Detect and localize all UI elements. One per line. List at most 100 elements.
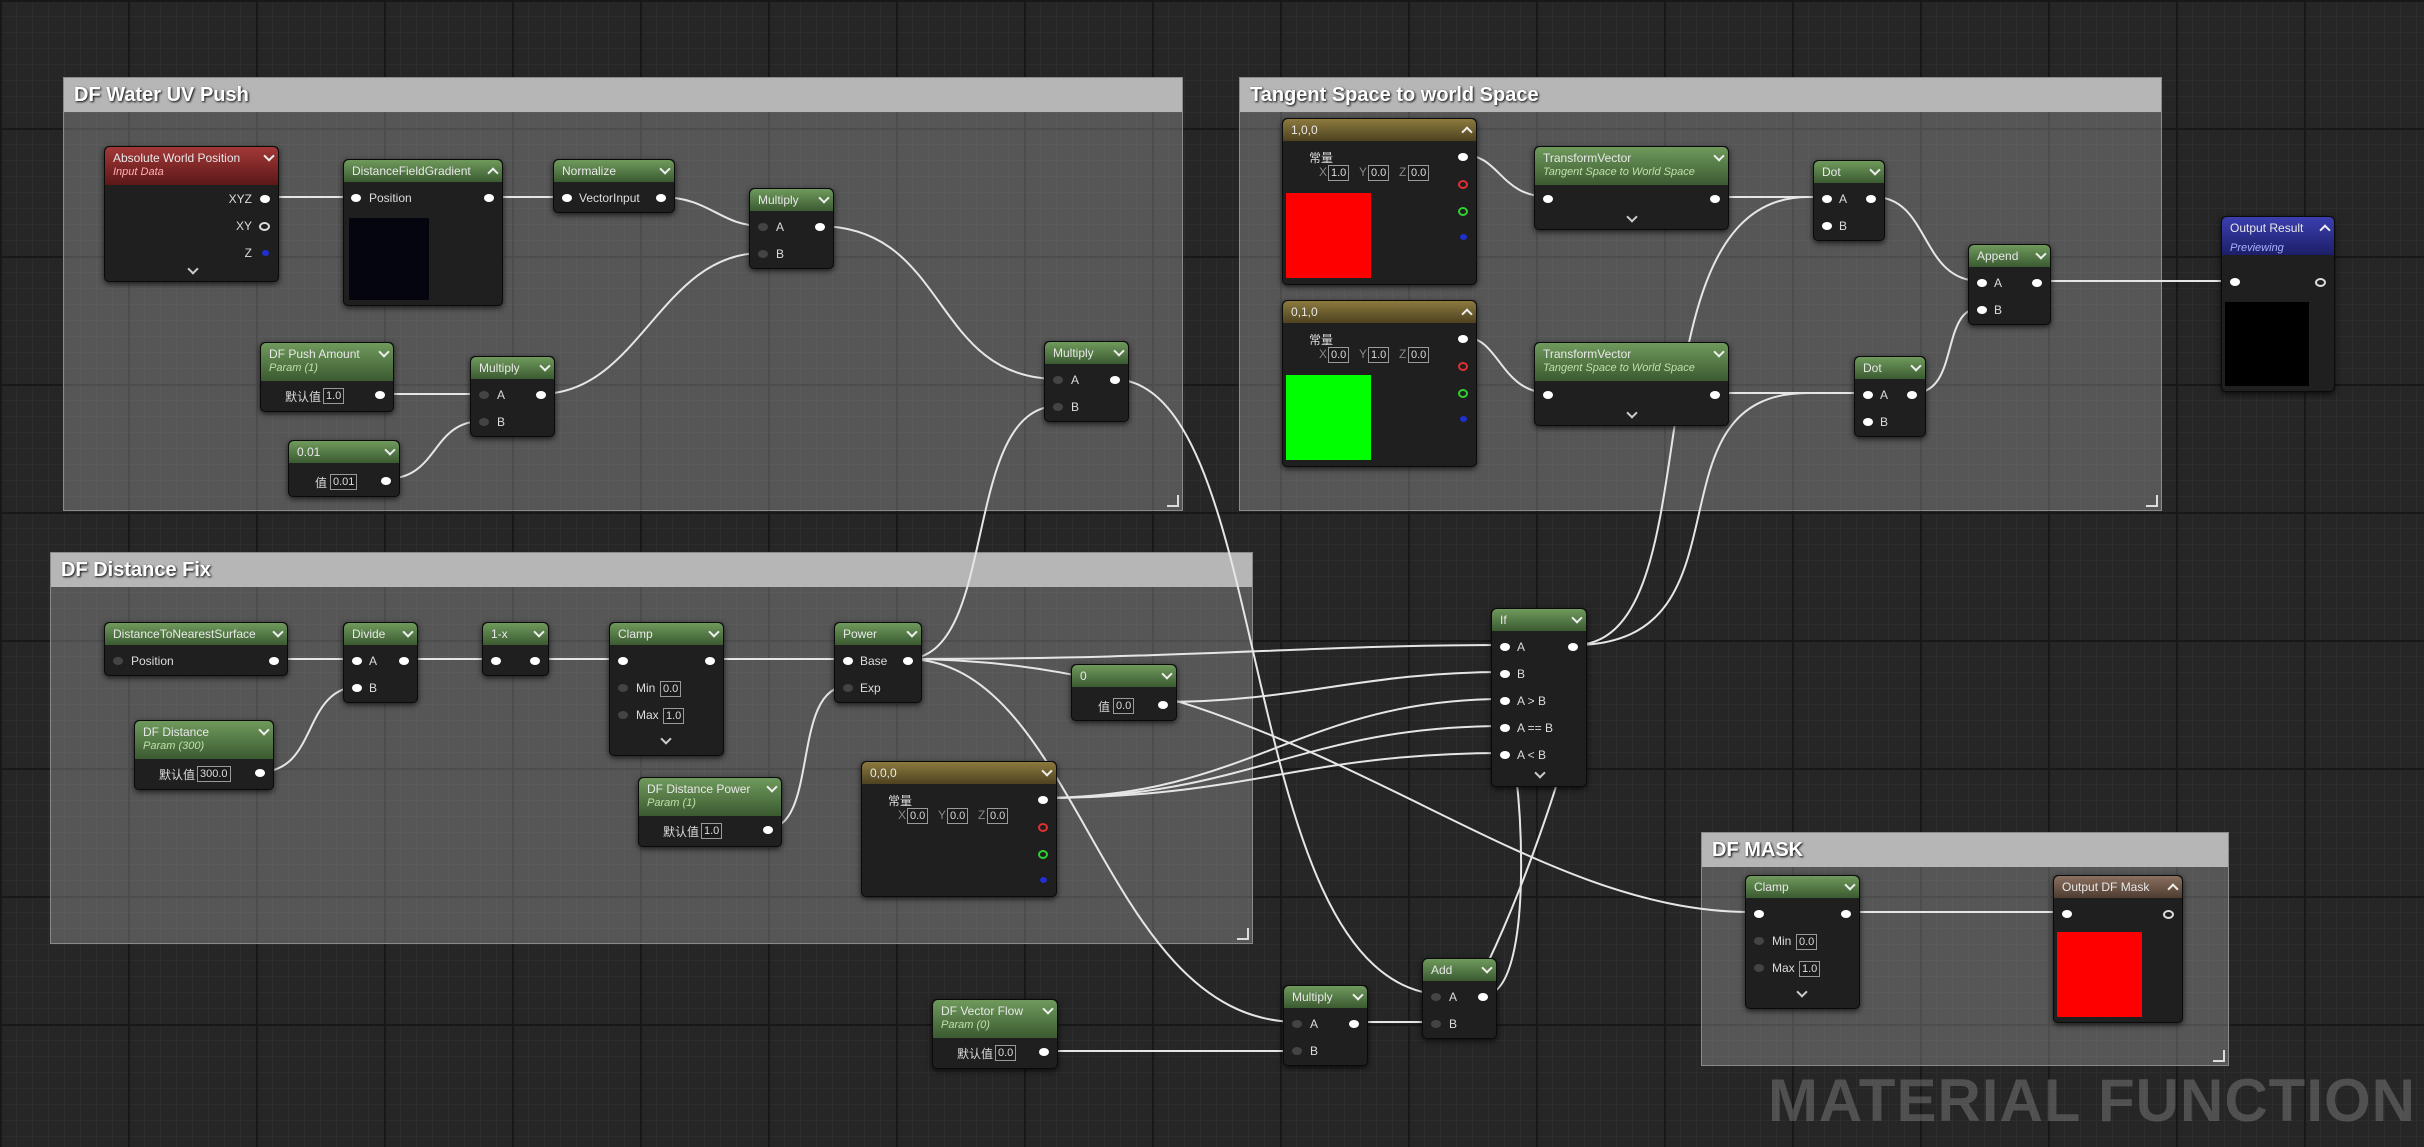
collapse-chevron-icon[interactable] [1869, 164, 1881, 176]
x-value-field[interactable]: 0.0 [1328, 347, 1350, 363]
input-pin-a[interactable] [1822, 195, 1832, 203]
expand-chevron-icon[interactable] [660, 733, 672, 745]
output-pin[interactable] [1907, 391, 1917, 399]
comment-title[interactable]: Tangent Space to world Space [1240, 78, 2161, 112]
comment-title[interactable]: DF Distance Fix [51, 553, 1252, 587]
output-pin-rgb[interactable] [1458, 335, 1468, 343]
node-constant-001[interactable]: 0.01 值 0.01 [288, 440, 400, 497]
node-header[interactable]: DistanceFieldGradient [344, 160, 502, 182]
value-field[interactable]: 0.0 [1113, 698, 1135, 714]
node-normalize[interactable]: Normalize VectorInput [553, 159, 675, 213]
collapse-chevron-icon[interactable] [402, 626, 414, 638]
expand-chevron-icon[interactable] [1534, 767, 1546, 779]
output-pin-z[interactable] [262, 250, 269, 256]
node-add[interactable]: Add A B [1422, 958, 1497, 1039]
input-pin-a[interactable] [1431, 993, 1441, 1001]
collapse-chevron-icon[interactable] [1461, 126, 1473, 138]
output-pin-b[interactable] [1040, 877, 1047, 883]
node-header[interactable]: Output Result Previewing [2222, 217, 2334, 255]
z-value-field[interactable]: 0.0 [987, 808, 1009, 824]
input-pin-b[interactable] [1500, 670, 1510, 678]
collapse-chevron-icon[interactable] [1713, 150, 1725, 162]
input-pin[interactable] [1754, 910, 1764, 918]
node-output-df-mask[interactable]: Output DF Mask [2053, 875, 2183, 1023]
node-transform-vector-2[interactable]: TransformVector Tangent Space to World S… [1534, 342, 1729, 426]
input-pin-b[interactable] [352, 684, 362, 692]
input-pin-a[interactable] [1053, 376, 1063, 384]
output-pin[interactable] [375, 391, 385, 399]
input-pin-exp[interactable] [843, 684, 853, 692]
input-pin-b[interactable] [1431, 1020, 1441, 1028]
default-value-field[interactable]: 1.0 [701, 823, 723, 839]
value-field[interactable]: 0.01 [330, 474, 358, 490]
output-pin[interactable] [1349, 1020, 1359, 1028]
node-divide[interactable]: Divide A B [343, 622, 418, 703]
node-header[interactable]: 0.01 [289, 441, 399, 463]
output-pin[interactable] [2315, 278, 2326, 287]
input-pin-a[interactable] [479, 391, 489, 399]
collapse-chevron-icon[interactable] [1352, 989, 1364, 1001]
node-header[interactable]: DF Vector Flow Param (0) [933, 1000, 1057, 1038]
node-one-minus[interactable]: 1-x [482, 622, 549, 676]
output-pin[interactable] [1158, 701, 1168, 709]
input-pin[interactable] [2062, 910, 2072, 918]
node-multiply-4[interactable]: Multiply A B [1283, 985, 1368, 1066]
node-header[interactable]: 1-x [483, 623, 548, 645]
node-dot-2[interactable]: Dot A B [1854, 356, 1926, 437]
node-constant-vector-000[interactable]: 0,0,0 常量 X 0.0 Y 0.0 Z 0.0 [861, 761, 1057, 897]
collapse-chevron-icon[interactable] [2319, 224, 2331, 236]
collapse-chevron-icon[interactable] [263, 150, 275, 162]
expand-chevron-icon[interactable] [1626, 211, 1638, 223]
input-pin-a-lt-b[interactable] [1500, 751, 1510, 759]
input-pin-a[interactable] [1863, 391, 1873, 399]
collapse-chevron-icon[interactable] [384, 444, 396, 456]
output-pin[interactable] [1478, 993, 1488, 1001]
input-pin-b[interactable] [758, 250, 768, 258]
output-pin[interactable] [763, 826, 773, 834]
min-value-field[interactable]: 0.0 [660, 681, 682, 697]
collapse-chevron-icon[interactable] [659, 163, 671, 175]
expand-chevron-icon[interactable] [1796, 986, 1808, 998]
collapse-chevron-icon[interactable] [258, 724, 270, 736]
input-pin-a-gt-b[interactable] [1500, 697, 1510, 705]
max-value-field[interactable]: 1.0 [663, 708, 685, 724]
collapse-chevron-icon[interactable] [1161, 668, 1173, 680]
collapse-chevron-icon[interactable] [2035, 248, 2047, 260]
output-pin[interactable] [815, 223, 825, 231]
input-pin-min[interactable] [618, 684, 628, 692]
output-pin[interactable] [2163, 910, 2174, 919]
y-value-field[interactable]: 1.0 [1368, 347, 1390, 363]
input-pin[interactable] [1543, 391, 1553, 399]
collapse-chevron-icon[interactable] [1113, 345, 1125, 357]
node-if[interactable]: If A B A > B A == B A < B [1491, 608, 1587, 787]
input-pin[interactable] [491, 657, 501, 665]
collapse-chevron-icon[interactable] [533, 626, 545, 638]
output-pin[interactable] [1866, 195, 1876, 203]
collapse-chevron-icon[interactable] [1571, 612, 1583, 624]
node-transform-vector-1[interactable]: TransformVector Tangent Space to World S… [1534, 146, 1729, 230]
input-pin-a-eq-b[interactable] [1500, 724, 1510, 732]
collapse-chevron-icon[interactable] [906, 626, 918, 638]
collapse-chevron-icon[interactable] [1041, 765, 1053, 777]
node-header[interactable]: DF Push Amount Param (1) [261, 343, 393, 381]
node-header[interactable]: 0,1,0 [1283, 301, 1476, 323]
output-pin-r[interactable] [1458, 180, 1468, 189]
node-header[interactable]: DistanceToNearestSurface [105, 623, 287, 645]
node-header[interactable]: Multiply [471, 357, 554, 379]
node-constant-0[interactable]: 0 值 0.0 [1071, 664, 1177, 721]
node-header[interactable]: Multiply [750, 189, 833, 211]
output-pin[interactable] [1039, 1048, 1049, 1056]
default-value-field[interactable]: 0.0 [995, 1045, 1017, 1061]
output-pin-xy[interactable] [259, 222, 270, 231]
node-header[interactable]: DF Distance Power Param (1) [639, 778, 781, 816]
input-pin-b[interactable] [479, 418, 489, 426]
expand-chevron-icon[interactable] [187, 263, 199, 275]
input-pin-a[interactable] [352, 657, 362, 665]
input-pin[interactable] [1543, 195, 1553, 203]
output-pin[interactable] [1110, 376, 1120, 384]
default-value-field[interactable]: 1.0 [323, 388, 345, 404]
node-header[interactable]: Multiply [1045, 342, 1128, 364]
output-pin[interactable] [399, 657, 409, 665]
input-pin-position[interactable] [113, 657, 123, 665]
node-header[interactable]: 0 [1072, 665, 1176, 687]
